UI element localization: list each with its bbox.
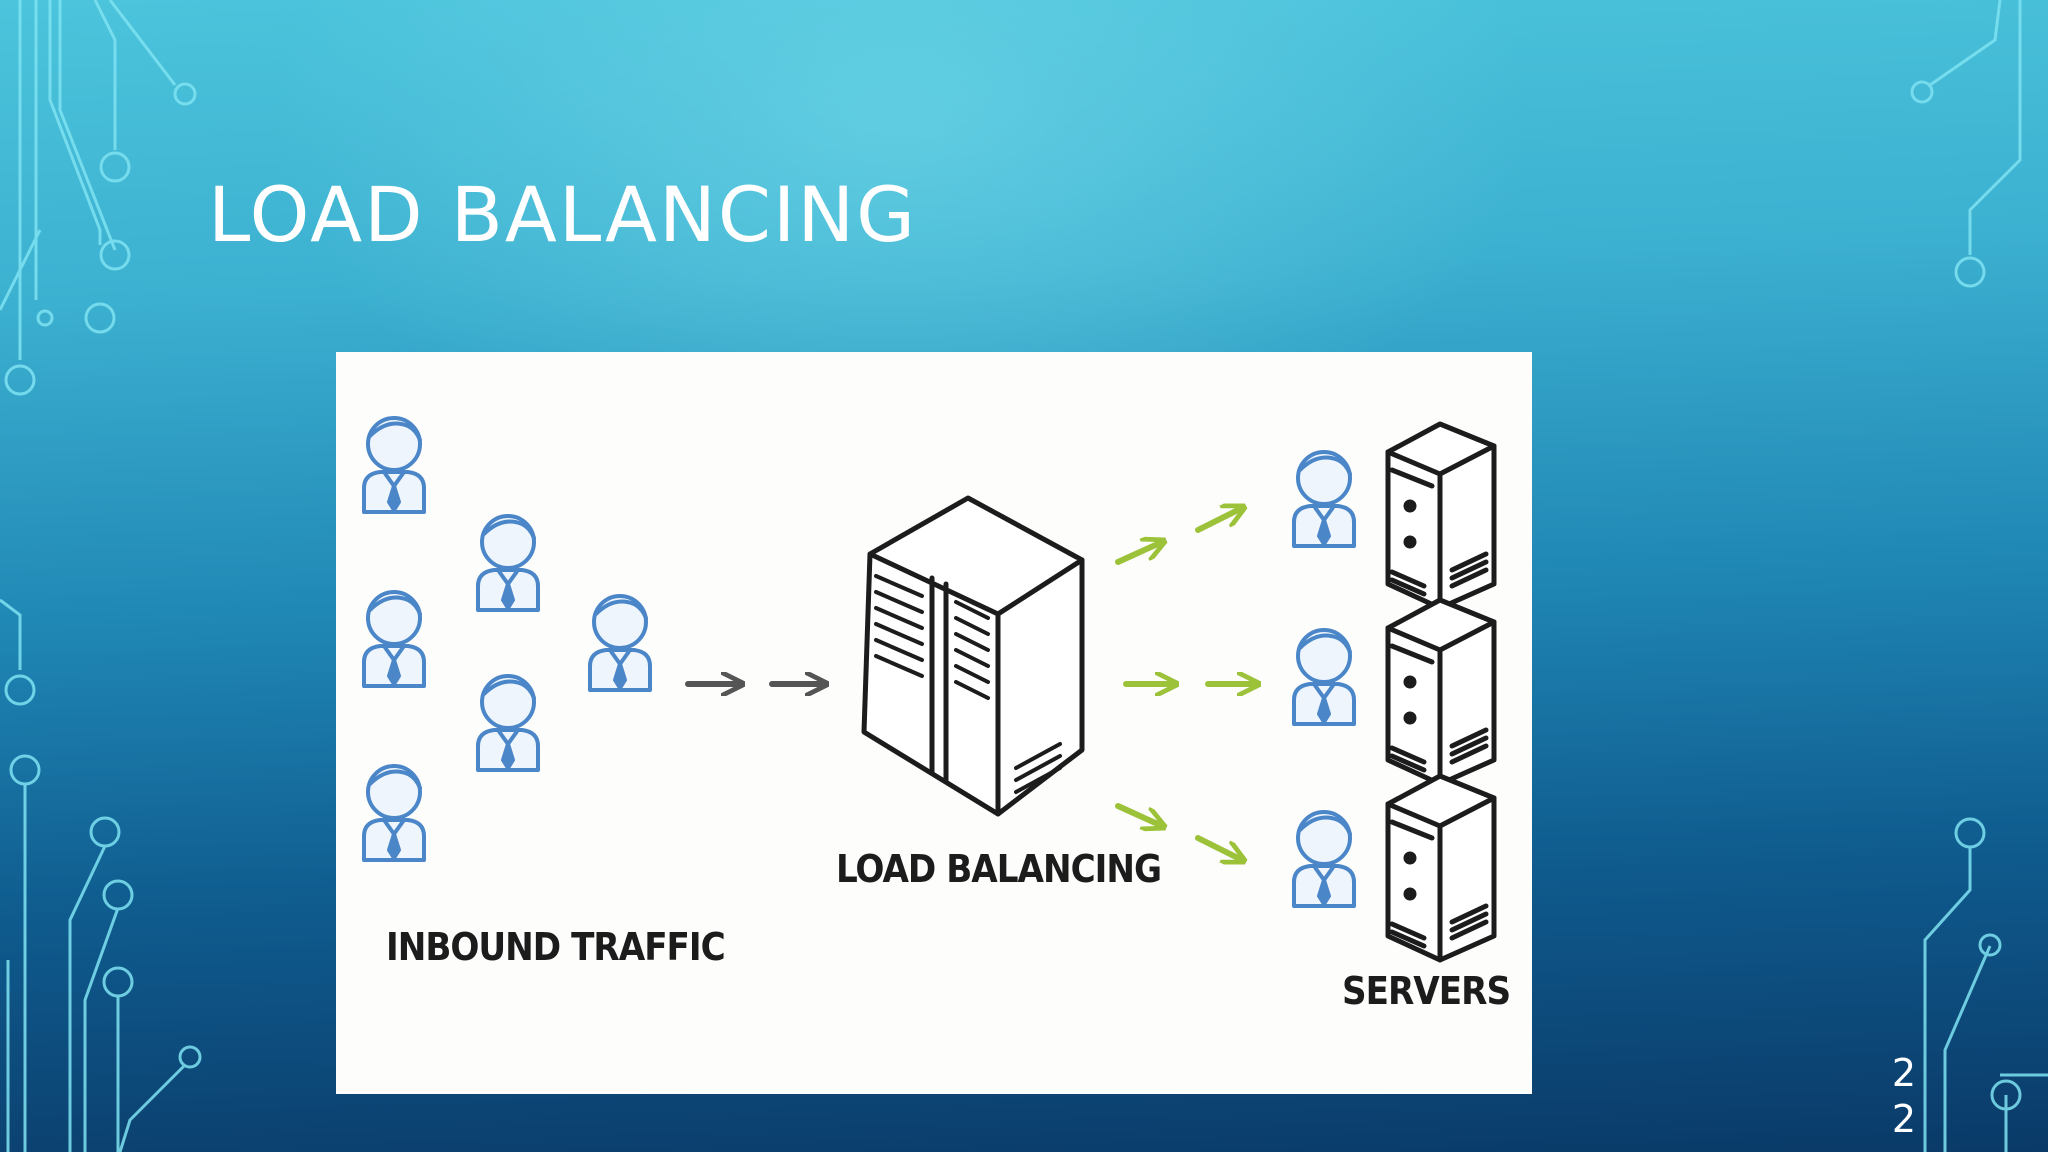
- user-icon: [588, 594, 652, 692]
- slide-page-number: 22: [1891, 1051, 1917, 1141]
- arrow-down-right-icon: [1195, 835, 1242, 860]
- slide-title: LOAD BALANCING: [208, 170, 918, 259]
- user-icon: [362, 416, 426, 514]
- arrow-down-right-icon: [1115, 803, 1162, 826]
- user-icon: [1292, 628, 1356, 726]
- user-icon: [1292, 450, 1356, 548]
- server-icon: [1388, 600, 1494, 784]
- load-balancing-label: LOAD BALANCING: [836, 847, 1161, 891]
- server-icon: [1388, 776, 1494, 960]
- user-icon: [362, 590, 426, 688]
- outbound-arrows: [1115, 508, 1256, 860]
- arrow-up-right-icon: [1115, 542, 1162, 565]
- user-icon: [1292, 810, 1356, 908]
- servers-label: SERVERS: [1342, 969, 1510, 1013]
- load-balancer-server-icon: [861, 495, 1085, 817]
- user-icon: [362, 764, 426, 862]
- load-balancing-diagram: INBOUND TRAFFIC LOAD BALANCING: [336, 352, 1532, 1094]
- user-icon: [476, 514, 540, 612]
- inbound-traffic-label: INBOUND TRAFFIC: [386, 925, 725, 969]
- server-icon: [1388, 424, 1494, 608]
- diagram-canvas: INBOUND TRAFFIC LOAD BALANCING: [362, 416, 1511, 1013]
- user-icon: [476, 674, 540, 772]
- arrow-up-right-icon: [1195, 508, 1242, 533]
